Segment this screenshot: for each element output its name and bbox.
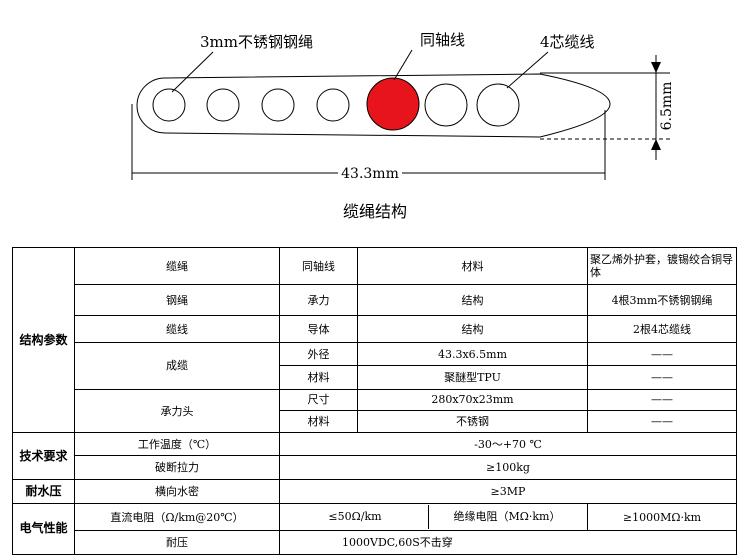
table-row: 钢绳 承力 结构 4根3mm不锈钢钢绳 xyxy=(13,284,737,317)
table-cell: ≥3MP xyxy=(279,479,737,504)
table-row: 电气性能 直流电阻（Ω/km@20℃） ≤50Ω/km 绝缘电阻（MΩ·km） … xyxy=(12,502,737,556)
steel-rope-label: 3mm不锈钢钢绳 xyxy=(200,33,313,51)
coax-circle xyxy=(366,77,420,131)
table-cell: ≤50Ω/km 绝缘电阻（MΩ·km） xyxy=(279,502,588,532)
steel-rope-circle xyxy=(261,88,295,122)
table-cell: 耐压 xyxy=(74,530,280,555)
table-row: 承力头 尺寸 280x70x23mm —— xyxy=(13,388,737,434)
height-arrow-top xyxy=(651,62,661,73)
table-cell: 导体 xyxy=(279,315,358,343)
table-cell: 外径 xyxy=(279,341,358,367)
height-dimension-label: 6.5mm xyxy=(659,82,675,131)
category-tech-requirements: 技术要求 xyxy=(12,432,75,481)
steel-rope-circle xyxy=(152,88,186,122)
table-cell: 直流电阻（Ω/km@20℃） xyxy=(74,502,280,532)
category-electrical: 电气性能 xyxy=(12,502,75,556)
table-cell: 1000VDC,60S不击穿 xyxy=(279,530,737,555)
table-cell: —— xyxy=(587,341,737,367)
table-row: 缆线 导体 结构 2根4芯缆线 xyxy=(13,315,737,343)
category-water-pressure: 耐水压 xyxy=(12,479,75,504)
table-cell: 材料 xyxy=(357,246,588,286)
table-cell: 材料 xyxy=(279,410,358,434)
table-cell: 不锈钢 xyxy=(357,410,588,434)
core-cable-leader xyxy=(506,51,549,89)
diagram-caption: 缆绳结构 xyxy=(343,202,407,221)
table-cell: 工作温度（℃） xyxy=(74,432,280,456)
table-cell: 4根3mm不锈钢钢绳 xyxy=(587,284,737,317)
table-cell: 钢绳 xyxy=(74,284,280,317)
table-cell: 缆绳 xyxy=(74,246,280,286)
core-cable-circle xyxy=(476,83,520,127)
table-cell: ≥1000MΩ·km xyxy=(587,502,737,532)
table-cell: 280x70x23mm xyxy=(357,388,588,412)
table-cell: 缆线 xyxy=(74,315,280,343)
height-arrow-bottom xyxy=(651,139,661,150)
core-cable-label: 4芯缆线 xyxy=(540,33,595,51)
core-cable-circle xyxy=(424,83,468,127)
steel-rope-circle xyxy=(316,88,350,122)
table-row: 材料 聚醚型TPU —— xyxy=(13,365,737,390)
table-cell: 承力头 xyxy=(74,388,280,434)
table-row: 结构参数 缆绳 同轴线 材料 聚乙烯外护套，镀锡绞合铜导体 xyxy=(12,246,737,434)
table-cell: 材料 xyxy=(279,365,358,390)
coax-label: 同轴线 xyxy=(420,31,465,49)
table-cell: 2根4芯缆线 xyxy=(587,315,737,343)
table-cell: 承力 xyxy=(279,284,358,317)
table-cell: ≥100kg xyxy=(279,454,737,481)
cable-structure-diagram: 3mm不锈钢钢绳 同轴线 4芯缆线 43.3mm 6.5mm 缆绳结构 xyxy=(131,31,675,221)
coax-leader xyxy=(393,49,413,81)
table-cell: ≤50Ω/km xyxy=(282,505,429,530)
steel-rope-leader xyxy=(171,51,214,93)
table-cell: 成缆 xyxy=(74,341,280,390)
table-row: 成缆 外径 43.3x6.5mm —— xyxy=(13,341,737,390)
table-cell: —— xyxy=(587,410,737,434)
table-cell: 结构 xyxy=(357,315,588,343)
table-cell: -30～+70 ℃ xyxy=(279,432,737,456)
table-cell: —— xyxy=(587,388,737,412)
table-cell: —— xyxy=(587,365,737,390)
width-dimension-label: 43.3mm xyxy=(341,166,399,182)
table-cell: 绝缘电阻（MΩ·km） xyxy=(453,510,561,524)
table-row: 技术要求 工作温度（℃） -30～+70 ℃ xyxy=(12,432,737,481)
table-cell: 同轴线 xyxy=(279,246,358,286)
table-row: 破断拉力 ≥100kg xyxy=(13,454,737,481)
table-cell: 结构 xyxy=(357,284,588,317)
table-row: 耐水压 横向水密 ≥3MP xyxy=(12,479,737,504)
table-cell: 43.3x6.5mm xyxy=(357,341,588,367)
table-cell: 尺寸 xyxy=(279,388,358,412)
category-structure-params: 结构参数 xyxy=(12,246,75,434)
steel-rope-circle xyxy=(206,88,240,122)
table-cell: 聚醚型TPU xyxy=(357,365,588,390)
table-cell: 横向水密 xyxy=(74,479,280,504)
table-cell: 聚乙烯外护套，镀锡绞合铜导体 xyxy=(587,246,737,286)
table-cell: 破断拉力 xyxy=(74,454,280,481)
table-row: 耐压 1000VDC,60S不击穿 xyxy=(13,530,737,555)
spec-table: 结构参数 缆绳 同轴线 材料 聚乙烯外护套，镀锡绞合铜导体 钢绳 承力 结构 4… xyxy=(12,246,737,556)
